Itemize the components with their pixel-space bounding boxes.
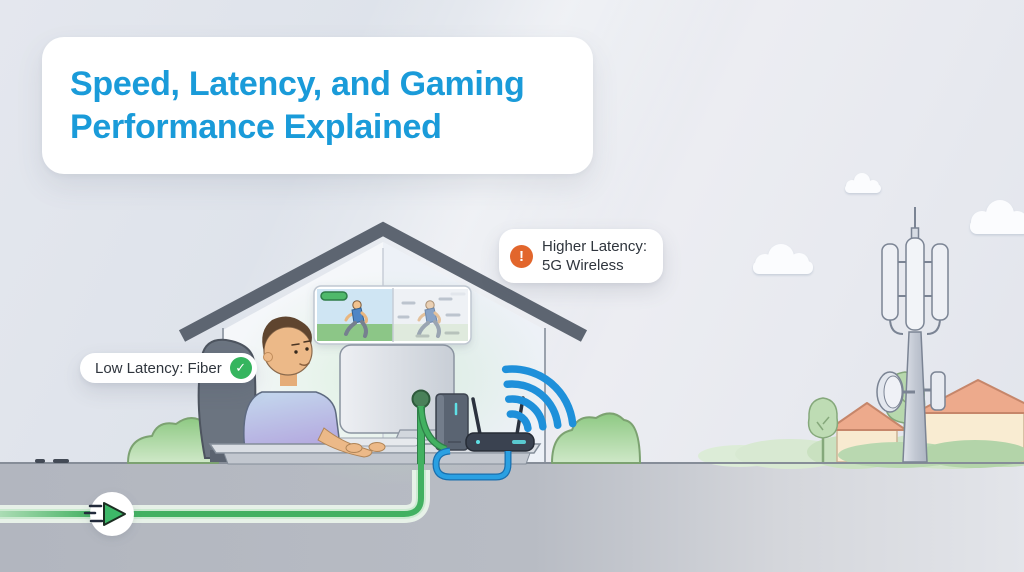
runner-laggy xyxy=(397,292,466,338)
cable-port xyxy=(411,389,431,409)
fiber-cable xyxy=(0,406,448,523)
tree xyxy=(807,397,839,462)
fiber-callout-label: Low Latency: Fiber xyxy=(95,359,222,377)
wireless-callout-line-1: Higher Latency: xyxy=(542,238,648,255)
wireless-callout: ! Higher Latency: 5G Wireless xyxy=(499,229,664,283)
runner-smooth xyxy=(344,300,368,338)
cloud-icon xyxy=(845,173,881,193)
monitor xyxy=(339,344,467,449)
title-card: Speed, Latency, and Gaming Performance E… xyxy=(42,37,593,174)
gamer-arms xyxy=(317,427,386,458)
foreground-bushes-right xyxy=(838,440,1024,468)
page-title-line-1: Speed, Latency, and Gaming xyxy=(70,64,525,103)
game-screen-comparison xyxy=(313,285,472,345)
wireless-callout-label: Higher Latency: 5G Wireless xyxy=(542,237,647,275)
bush xyxy=(551,412,641,464)
fast-forward-icon xyxy=(83,492,134,536)
cloud-icon xyxy=(970,200,1024,234)
pc-tower xyxy=(435,393,469,451)
page-title-line-2: Performance Explained xyxy=(70,107,442,146)
fiber-callout: Low Latency: Fiber ✓ xyxy=(80,353,257,383)
warning-circle-icon: ! xyxy=(510,244,533,268)
ground-markings xyxy=(35,459,69,463)
cell-tower xyxy=(876,207,949,463)
health-bar xyxy=(320,291,348,301)
wireless-callout-line-2: 5G Wireless xyxy=(542,257,624,274)
cloud-icon xyxy=(753,244,813,274)
roof xyxy=(178,221,588,342)
ethernet-cable xyxy=(432,447,512,481)
check-circle-icon: ✓ xyxy=(229,357,252,379)
wifi-signal-icon xyxy=(501,365,577,433)
